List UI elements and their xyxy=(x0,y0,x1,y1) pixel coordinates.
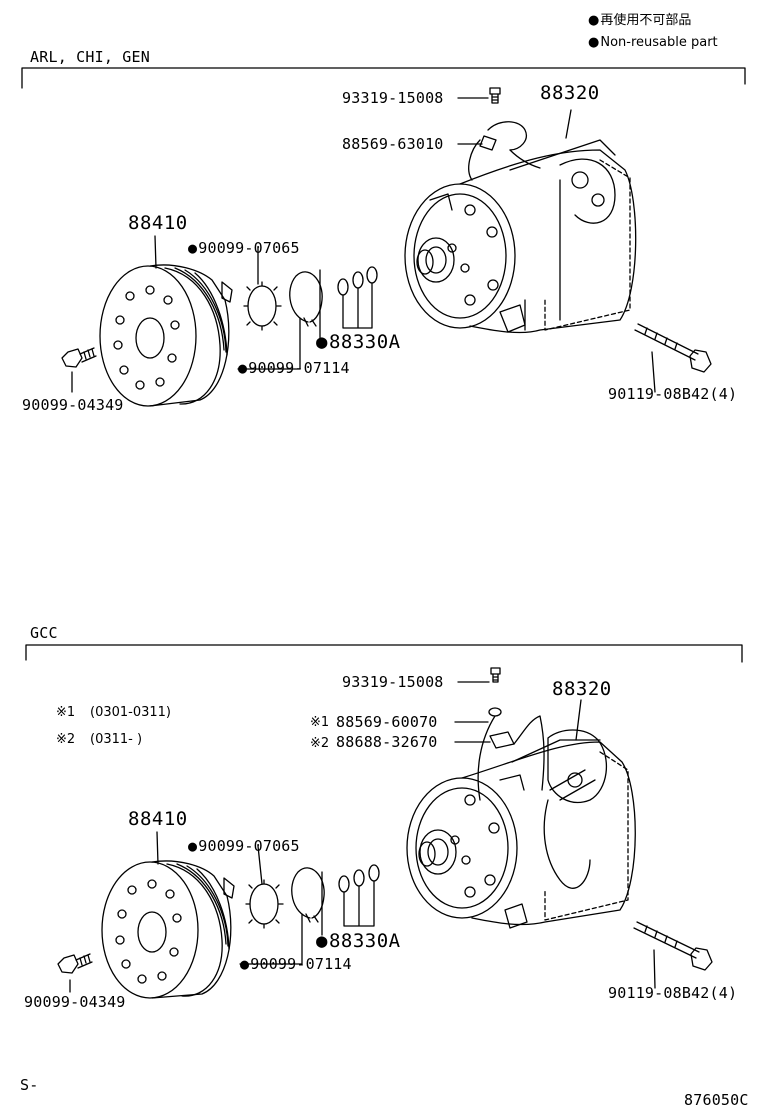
part-number-o-rings-2[interactable]: 88330A xyxy=(316,932,401,951)
part-number-snap-ring-b-1[interactable]: 90099-07114 xyxy=(238,361,350,376)
part-number-wire-1-gcc[interactable]: 88569-60070 xyxy=(336,713,438,731)
note-mark-1: ※1 xyxy=(56,705,76,720)
wire-harness-drawing-2 xyxy=(477,707,545,801)
snap-ring-a-drawing-2 xyxy=(245,879,284,929)
screw-drawing-2 xyxy=(490,667,501,683)
note-range-2: (0311- ) xyxy=(90,732,143,747)
legend-item-en: Non-reusable part xyxy=(588,36,717,49)
part-number-screw-1[interactable]: 93319-15008 xyxy=(342,89,444,107)
snap-ring-a-drawing-1 xyxy=(243,281,282,331)
note-mark-2: ※2 xyxy=(56,732,76,747)
wire-2-mark: ※2 xyxy=(310,736,330,751)
screw-drawing-1 xyxy=(489,87,501,104)
part-number-compressor-1[interactable]: 88320 xyxy=(540,82,600,104)
snap-ring-b-drawing-2 xyxy=(291,867,325,923)
part-number-snap-ring-a-2[interactable]: 90099-07065 xyxy=(188,839,300,854)
part-number-o-rings-1[interactable]: 88330A xyxy=(316,333,401,352)
section-bracket-2 xyxy=(25,644,743,663)
part-number-wire-2-gcc[interactable]: 88688-32670 xyxy=(336,733,438,751)
part-number-pulley-2[interactable]: 88410 xyxy=(128,808,188,830)
pulley-bolt-drawing-1 xyxy=(61,347,97,368)
pulley-drawing-2 xyxy=(101,860,235,999)
compressor-drawing-2 xyxy=(406,729,636,929)
mount-bolt-drawing-1 xyxy=(634,323,712,373)
part-number-pulley-1[interactable]: 88410 xyxy=(128,212,188,234)
diagram-id: 876050C xyxy=(684,1091,749,1109)
note-range-1: (0301-0311) xyxy=(90,705,172,720)
section-bracket-1 xyxy=(21,67,746,89)
part-number-compressor-2[interactable]: 88320 xyxy=(552,678,612,700)
footer-left-label: S- xyxy=(20,1076,39,1094)
section-title-2: GCC xyxy=(30,624,58,642)
o-rings-drawing-2 xyxy=(338,864,380,927)
compressor-drawing-1 xyxy=(404,139,637,334)
o-rings-drawing-1 xyxy=(337,266,378,329)
part-number-pulley-bolt-1[interactable]: 90099-04349 xyxy=(22,396,124,414)
mount-bolt-drawing-2 xyxy=(633,921,713,971)
part-number-mount-bolt-1[interactable]: 90119-08B42(4) xyxy=(608,385,738,403)
part-number-snap-ring-a-1[interactable]: 90099-07065 xyxy=(188,241,300,256)
section-title-1: ARL, CHI, GEN xyxy=(30,48,150,66)
pulley-drawing-1 xyxy=(99,264,233,407)
wire-harness-drawing-1 xyxy=(468,121,541,181)
part-number-snap-ring-b-2[interactable]: 90099-07114 xyxy=(240,957,352,972)
part-number-mount-bolt-2[interactable]: 90119-08B42(4) xyxy=(608,984,738,1002)
legend-item-jp: 再使用不可部品 xyxy=(588,14,691,27)
part-number-wire-1[interactable]: 88569-63010 xyxy=(342,135,444,153)
pulley-bolt-drawing-2 xyxy=(57,953,93,974)
part-number-pulley-bolt-2[interactable]: 90099-04349 xyxy=(24,993,126,1011)
wire-1-mark: ※1 xyxy=(310,715,330,730)
snap-ring-b-drawing-1 xyxy=(289,271,323,327)
part-number-screw-2[interactable]: 93319-15008 xyxy=(342,673,444,691)
